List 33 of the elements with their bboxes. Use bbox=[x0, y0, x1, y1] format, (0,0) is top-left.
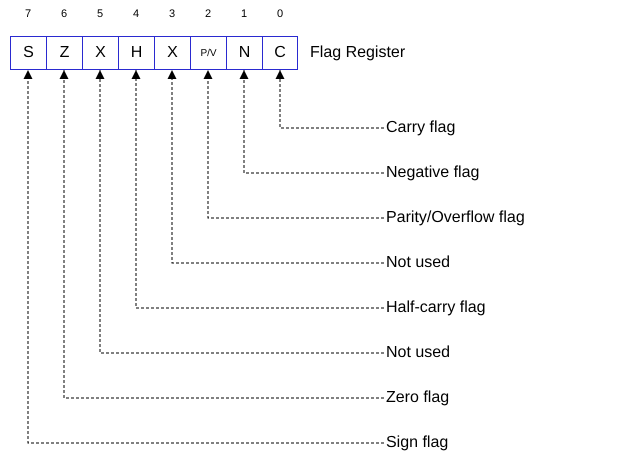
flag-name: Carry flag bbox=[386, 118, 456, 138]
bit-number: 3 bbox=[168, 8, 176, 20]
register-bit-cell: P/V bbox=[190, 36, 227, 70]
register-bit-cell: H bbox=[118, 36, 155, 70]
bit-number: 2 bbox=[204, 8, 212, 20]
bit-number: 6 bbox=[60, 8, 68, 20]
leader-arrow bbox=[240, 70, 384, 174]
bit-number: 1 bbox=[240, 8, 248, 20]
register-bit-cell: X bbox=[154, 36, 191, 70]
register-title: Flag Register bbox=[310, 44, 406, 62]
flag-name: Parity/Overflow flag bbox=[386, 208, 525, 228]
leader-arrow bbox=[168, 70, 384, 264]
flag-name: Negative flag bbox=[386, 163, 480, 183]
leader-arrow bbox=[204, 70, 384, 218]
leader-arrow bbox=[132, 70, 384, 308]
flag-name: Not used bbox=[386, 253, 450, 273]
leader-arrow bbox=[276, 70, 384, 128]
leader-arrow bbox=[24, 70, 384, 444]
leader-arrow bbox=[60, 70, 384, 398]
bit-number: 5 bbox=[96, 8, 104, 20]
flag-name: Half-carry flag bbox=[386, 298, 486, 318]
leader-arrow bbox=[96, 70, 384, 354]
bit-number: 4 bbox=[132, 8, 140, 20]
register-bit-cell: C bbox=[262, 36, 298, 70]
register-bit-cell: S bbox=[10, 36, 47, 70]
flag-name: Zero flag bbox=[386, 388, 450, 408]
flag-name: Sign flag bbox=[386, 433, 448, 453]
register-bit-cell: Z bbox=[46, 36, 83, 70]
bit-number: 7 bbox=[24, 8, 32, 20]
register-bit-cell: N bbox=[226, 36, 263, 70]
register-bit-cell: X bbox=[82, 36, 119, 70]
bit-number: 0 bbox=[276, 8, 284, 20]
flag-name: Not used bbox=[386, 343, 450, 363]
